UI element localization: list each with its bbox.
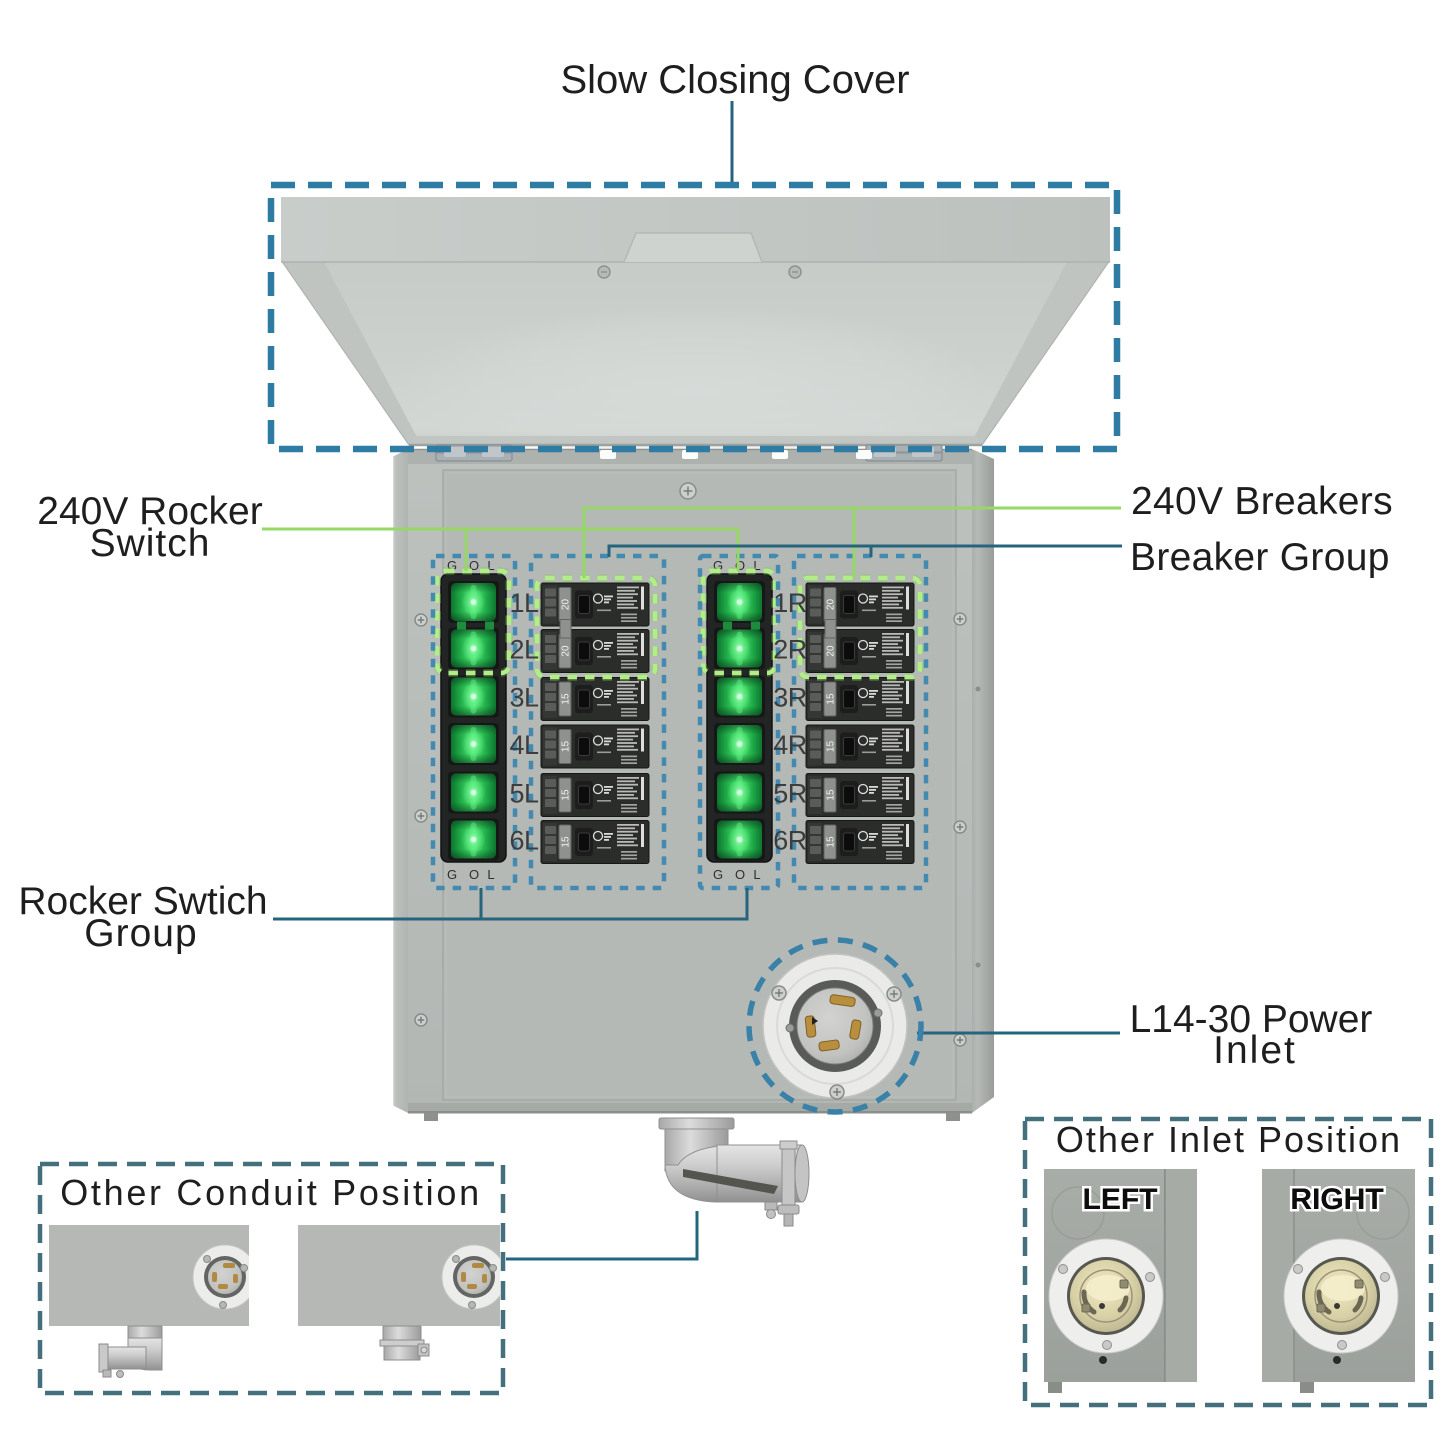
svg-text:L: L — [753, 558, 760, 573]
svg-text:20: 20 — [826, 645, 837, 657]
svg-text:Other Inlet Position: Other Inlet Position — [1056, 1119, 1402, 1160]
svg-text:L: L — [487, 558, 494, 573]
svg-text:Group: Group — [84, 912, 197, 955]
svg-text:15: 15 — [561, 741, 572, 753]
svg-text:2L: 2L — [509, 635, 539, 665]
svg-text:2R: 2R — [773, 635, 807, 665]
svg-text:RIGHT: RIGHT — [1290, 1183, 1383, 1216]
svg-text:L: L — [753, 867, 760, 882]
svg-text:1R: 1R — [773, 588, 807, 618]
svg-text:6L: 6L — [509, 826, 539, 856]
svg-text:Switch: Switch — [90, 522, 211, 565]
svg-text:15: 15 — [826, 741, 837, 753]
svg-text:O: O — [469, 558, 479, 573]
svg-text:3L: 3L — [509, 683, 539, 713]
svg-text:O: O — [735, 867, 745, 882]
svg-text:LEFT: LEFT — [1083, 1183, 1158, 1216]
svg-text:Breaker Group: Breaker Group — [1130, 536, 1390, 579]
svg-text:Inlet: Inlet — [1213, 1029, 1297, 1072]
svg-text:6R: 6R — [773, 826, 807, 856]
svg-text:240V Rocker: 240V Rocker — [37, 490, 262, 533]
svg-text:4R: 4R — [773, 730, 807, 760]
svg-text:O: O — [735, 558, 745, 573]
svg-text:5L: 5L — [509, 779, 539, 809]
svg-text:Slow Closing Cover: Slow Closing Cover — [560, 58, 909, 102]
svg-text:Other Conduit Position: Other Conduit Position — [60, 1172, 482, 1213]
svg-text:RIGHT: RIGHT — [1290, 1183, 1383, 1216]
svg-text:4L: 4L — [509, 730, 539, 760]
svg-text:L14-30 Power: L14-30 Power — [1130, 998, 1373, 1041]
svg-text:15: 15 — [826, 836, 837, 848]
svg-text:O: O — [469, 867, 479, 882]
svg-text:3R: 3R — [773, 683, 807, 713]
svg-text:1L: 1L — [509, 588, 539, 618]
svg-text:15: 15 — [826, 693, 837, 705]
svg-text:15: 15 — [561, 693, 572, 705]
svg-text:20: 20 — [561, 645, 572, 657]
svg-text:15: 15 — [826, 789, 837, 801]
svg-text:20: 20 — [826, 599, 837, 611]
svg-text:G: G — [713, 867, 723, 882]
svg-text:Rocker Swtich: Rocker Swtich — [18, 880, 267, 923]
svg-text:G: G — [447, 558, 457, 573]
svg-text:20: 20 — [561, 599, 572, 611]
svg-text:5R: 5R — [773, 779, 807, 809]
svg-text:240V Breakers: 240V Breakers — [1131, 480, 1393, 523]
svg-text:G: G — [447, 867, 457, 882]
svg-text:15: 15 — [561, 836, 572, 848]
svg-text:LEFT: LEFT — [1083, 1183, 1158, 1216]
svg-text:G: G — [713, 558, 723, 573]
svg-text:L: L — [487, 867, 494, 882]
svg-text:15: 15 — [561, 789, 572, 801]
